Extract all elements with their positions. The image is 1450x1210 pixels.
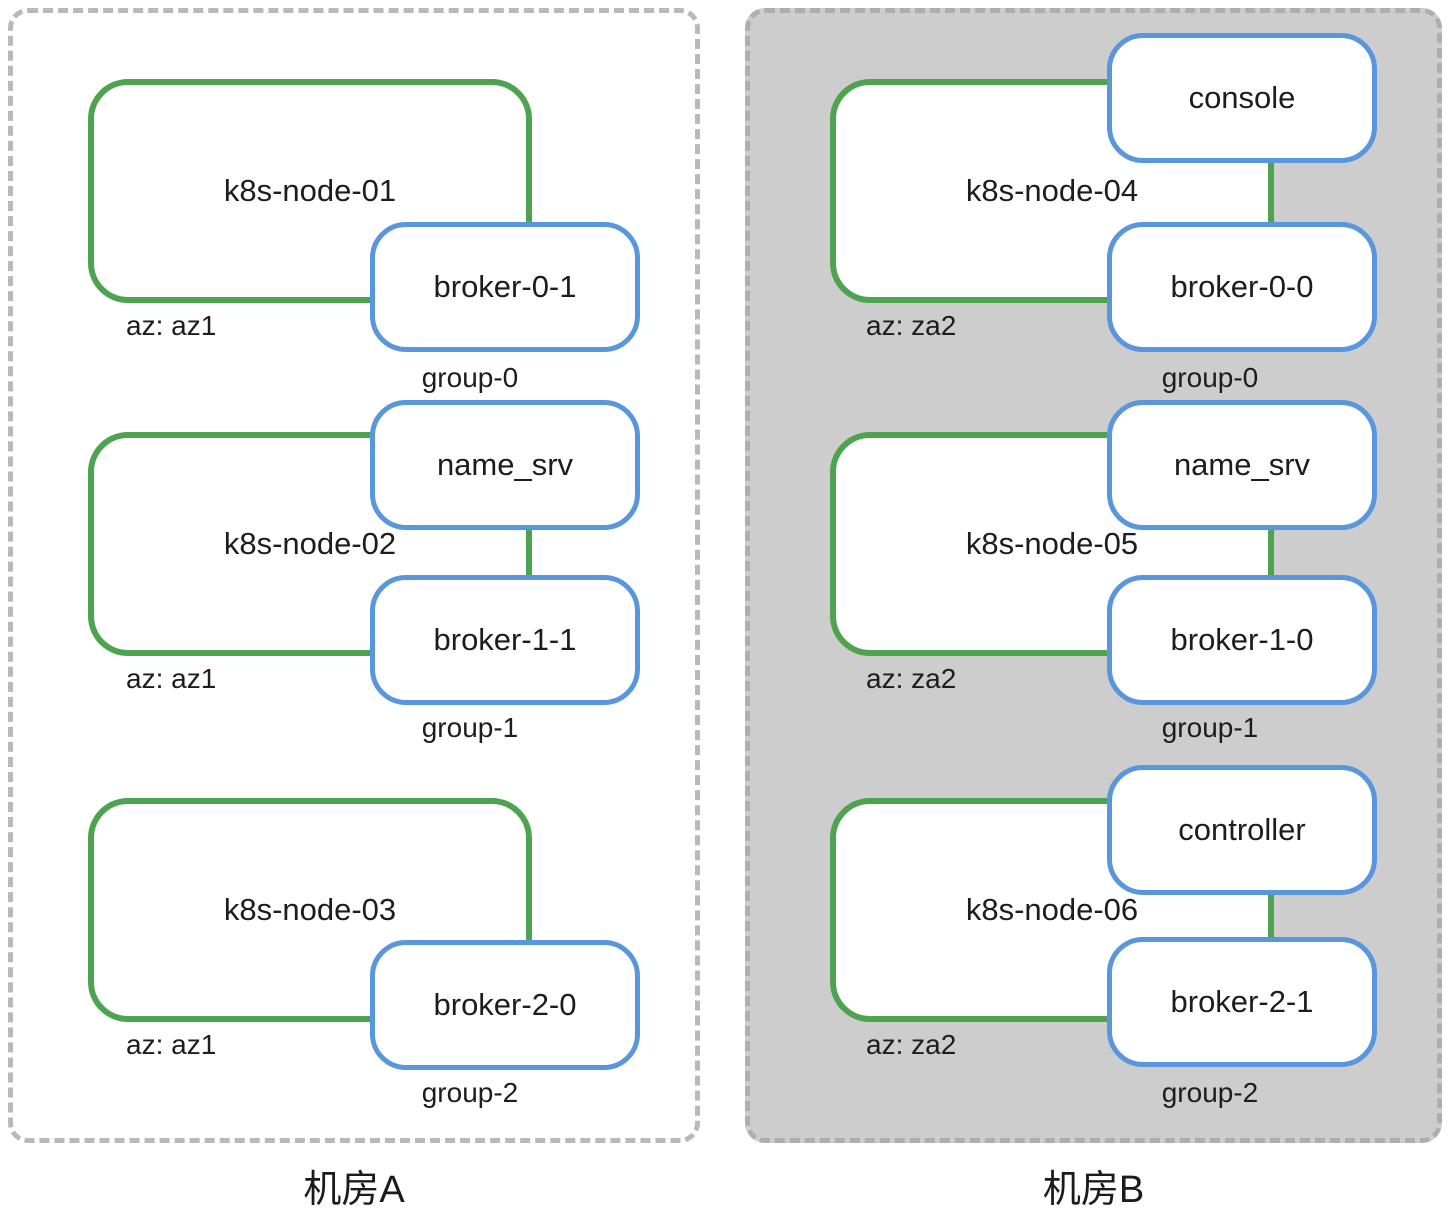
group-label: group-2 xyxy=(1161,1077,1259,1108)
datacenter-a-title: 机房A xyxy=(303,1169,405,1210)
pod-label: name_srv xyxy=(1173,447,1311,482)
k8s-node-label: k8s-node-03 xyxy=(223,892,397,927)
pod-broker-0-1: broker-0-1 xyxy=(370,222,640,352)
k8s-node-label: k8s-node-06 xyxy=(965,892,1139,927)
k8s-node-label: k8s-node-04 xyxy=(965,173,1139,208)
pod-label: controller xyxy=(1178,812,1306,847)
az-label: az: az1 xyxy=(126,663,217,694)
group-label: group-1 xyxy=(1161,712,1259,743)
group-label: group-2 xyxy=(421,1077,519,1108)
datacenter-b-title: 机房B xyxy=(1042,1169,1145,1210)
pod-label: broker-1-1 xyxy=(433,622,577,657)
pod-broker-0-0: broker-0-0 xyxy=(1107,222,1377,352)
pod-broker-2-0: broker-2-0 xyxy=(370,940,640,1070)
pod-name-srv-a: name_srv xyxy=(370,400,640,530)
pod-name-srv-b: name_srv xyxy=(1107,400,1377,530)
pod-controller: controller xyxy=(1107,765,1377,895)
k8s-node-label: k8s-node-05 xyxy=(965,526,1139,561)
group-label: group-1 xyxy=(421,712,519,743)
az-label: az: az1 xyxy=(126,1029,217,1060)
az-label: az: za2 xyxy=(866,1029,957,1060)
pod-label: name_srv xyxy=(436,447,574,482)
pod-label: console xyxy=(1188,80,1296,115)
group-label: group-0 xyxy=(1161,362,1259,393)
pod-broker-1-0: broker-1-0 xyxy=(1107,575,1377,705)
az-label: az: za2 xyxy=(866,663,957,694)
pod-broker-2-1: broker-2-1 xyxy=(1107,937,1377,1067)
az-label: az: za2 xyxy=(866,310,957,341)
k8s-node-label: k8s-node-01 xyxy=(223,173,397,208)
pod-console: console xyxy=(1107,33,1377,163)
pod-label: broker-2-0 xyxy=(433,987,577,1022)
az-label: az: az1 xyxy=(126,310,217,341)
pod-label: broker-1-0 xyxy=(1170,622,1314,657)
pod-label: broker-2-1 xyxy=(1170,984,1314,1019)
pod-broker-1-1: broker-1-1 xyxy=(370,575,640,705)
k8s-node-label: k8s-node-02 xyxy=(223,526,397,561)
pod-label: broker-0-1 xyxy=(433,269,577,304)
pod-label: broker-0-0 xyxy=(1170,269,1314,304)
group-label: group-0 xyxy=(421,362,519,393)
